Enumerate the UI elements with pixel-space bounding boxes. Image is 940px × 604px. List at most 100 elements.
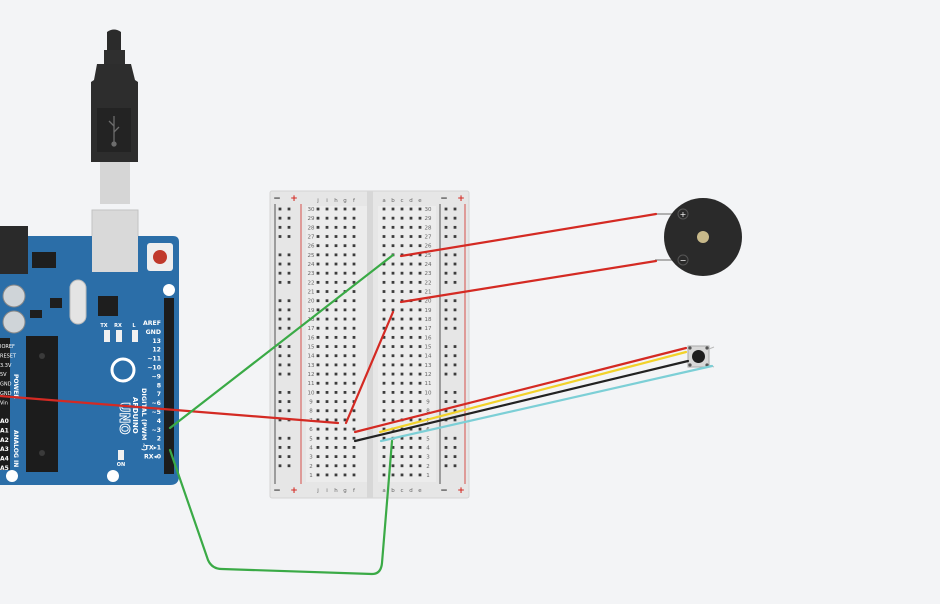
- breadboard-hole[interactable]: [316, 326, 320, 330]
- breadboard-hole[interactable]: [418, 335, 422, 339]
- breadboard-hole[interactable]: [343, 326, 347, 330]
- breadboard-hole[interactable]: [352, 271, 356, 275]
- rail-hole[interactable]: [453, 391, 457, 394]
- breadboard-hole[interactable]: [325, 235, 329, 238]
- breadboard-hole[interactable]: [325, 391, 329, 394]
- rail-hole[interactable]: [278, 345, 282, 348]
- breadboard-hole[interactable]: [400, 207, 404, 211]
- breadboard-hole[interactable]: [400, 216, 404, 220]
- breadboard-hole[interactable]: [325, 436, 329, 440]
- rail-hole[interactable]: [278, 391, 282, 394]
- breadboard-hole[interactable]: [325, 473, 329, 477]
- breadboard-hole[interactable]: [382, 326, 386, 330]
- breadboard-hole[interactable]: [382, 436, 386, 440]
- breadboard-hole[interactable]: [343, 409, 347, 413]
- breadboard-hole[interactable]: [334, 335, 338, 339]
- breadboard-hole[interactable]: [343, 372, 347, 376]
- breadboard-hole[interactable]: [316, 271, 320, 275]
- rail-hole[interactable]: [278, 436, 282, 440]
- breadboard-hole[interactable]: [334, 381, 338, 385]
- rail-hole[interactable]: [453, 317, 457, 321]
- rail-hole[interactable]: [444, 308, 448, 312]
- breadboard-hole[interactable]: [391, 391, 395, 394]
- breadboard-hole[interactable]: [352, 363, 356, 367]
- breadboard-hole[interactable]: [391, 381, 395, 385]
- breadboard-hole[interactable]: [409, 446, 413, 449]
- breadboard-hole[interactable]: [334, 464, 338, 468]
- breadboard-hole[interactable]: [334, 391, 338, 394]
- breadboard-hole[interactable]: [352, 409, 356, 413]
- breadboard-hole[interactable]: [409, 280, 413, 284]
- rail-hole[interactable]: [453, 271, 457, 275]
- rail-hole[interactable]: [444, 436, 448, 440]
- rail-hole[interactable]: [278, 253, 282, 257]
- breadboard-hole[interactable]: [400, 363, 404, 367]
- rail-hole[interactable]: [453, 446, 457, 449]
- breadboard-hole[interactable]: [316, 400, 320, 403]
- arduino-uno-board[interactable]: TX RX L ON ARDUINO UNO DIGITAL (PWM ~) P…: [0, 226, 179, 485]
- breadboard-hole[interactable]: [418, 326, 422, 330]
- breadboard-hole[interactable]: [418, 391, 422, 394]
- breadboard-hole[interactable]: [400, 354, 404, 358]
- breadboard-hole[interactable]: [409, 244, 413, 248]
- rail-hole[interactable]: [453, 326, 457, 330]
- breadboard-hole[interactable]: [418, 216, 422, 220]
- breadboard-hole[interactable]: [418, 299, 422, 303]
- rail-hole[interactable]: [278, 418, 282, 422]
- breadboard-hole[interactable]: [418, 473, 422, 477]
- breadboard-hole[interactable]: [316, 235, 320, 238]
- rail-hole[interactable]: [278, 262, 282, 266]
- breadboard-hole[interactable]: [343, 253, 347, 257]
- breadboard-hole[interactable]: [400, 464, 404, 468]
- breadboard-hole[interactable]: [418, 446, 422, 449]
- breadboard-hole[interactable]: [334, 271, 338, 275]
- breadboard-hole[interactable]: [325, 317, 329, 321]
- breadboard-hole[interactable]: [343, 244, 347, 248]
- breadboard-hole[interactable]: [352, 391, 356, 394]
- breadboard-hole[interactable]: [382, 308, 386, 312]
- breadboard-hole[interactable]: [325, 455, 329, 458]
- breadboard-hole[interactable]: [325, 290, 329, 293]
- breadboard-hole[interactable]: [382, 381, 386, 385]
- breadboard-hole[interactable]: [316, 354, 320, 358]
- breadboard-hole[interactable]: [334, 446, 338, 449]
- rail-hole[interactable]: [287, 409, 291, 413]
- breadboard-hole[interactable]: [334, 372, 338, 376]
- rail-hole[interactable]: [287, 446, 291, 449]
- reset-button-icon[interactable]: [147, 243, 173, 271]
- breadboard-hole[interactable]: [409, 436, 413, 440]
- breadboard-hole[interactable]: [343, 216, 347, 220]
- breadboard-hole[interactable]: [352, 354, 356, 358]
- breadboard-hole[interactable]: [325, 299, 329, 303]
- breadboard-hole[interactable]: [409, 308, 413, 312]
- rail-hole[interactable]: [444, 317, 448, 321]
- breadboard-hole[interactable]: [352, 446, 356, 449]
- breadboard-hole[interactable]: [334, 418, 338, 422]
- breadboard-hole[interactable]: [325, 409, 329, 413]
- rail-hole[interactable]: [453, 308, 457, 312]
- breadboard-hole[interactable]: [343, 271, 347, 275]
- breadboard-hole[interactable]: [325, 244, 329, 248]
- rail-hole[interactable]: [444, 207, 448, 211]
- breadboard-hole[interactable]: [400, 436, 404, 440]
- breadboard-hole[interactable]: [352, 308, 356, 312]
- breadboard-hole[interactable]: [316, 363, 320, 367]
- breadboard-hole[interactable]: [409, 464, 413, 468]
- breadboard-hole[interactable]: [418, 400, 422, 403]
- breadboard-hole[interactable]: [325, 418, 329, 422]
- rail-hole[interactable]: [287, 235, 291, 238]
- breadboard-hole[interactable]: [334, 253, 338, 257]
- breadboard-hole[interactable]: [343, 427, 347, 431]
- breadboard-hole[interactable]: [343, 400, 347, 403]
- breadboard-hole[interactable]: [382, 299, 386, 303]
- breadboard-hole[interactable]: [325, 207, 329, 211]
- pushbutton-icon[interactable]: [687, 345, 715, 368]
- buzzer-icon[interactable]: + −: [655, 198, 742, 276]
- rail-hole[interactable]: [278, 409, 282, 413]
- breadboard-hole[interactable]: [343, 464, 347, 468]
- breadboard-hole[interactable]: [391, 335, 395, 339]
- breadboard-hole[interactable]: [343, 354, 347, 358]
- breadboard-hole[interactable]: [343, 335, 347, 339]
- breadboard-hole[interactable]: [391, 225, 395, 229]
